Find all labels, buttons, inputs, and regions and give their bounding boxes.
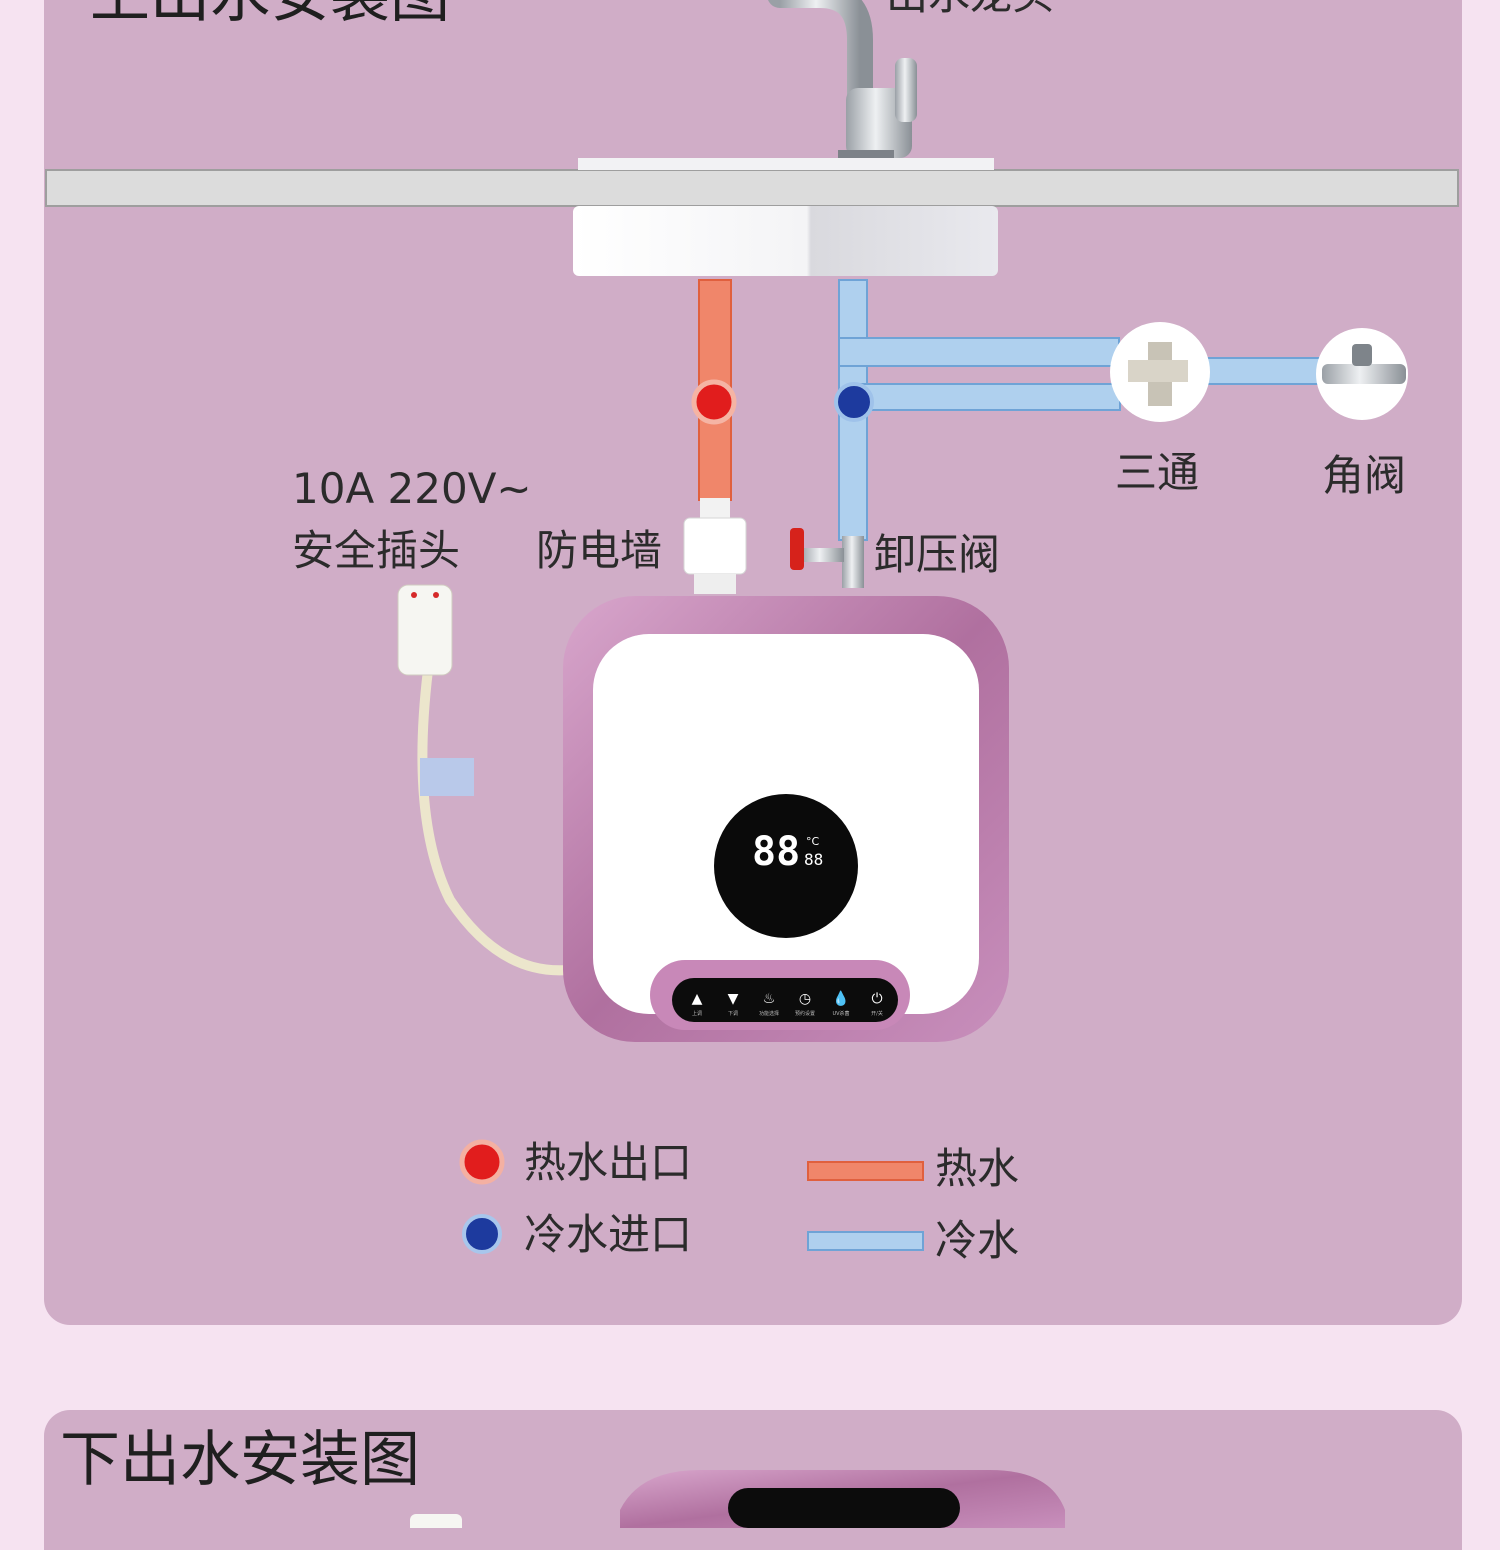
display-small-digits: 88	[804, 850, 824, 869]
control-button-label: 下调	[728, 1010, 738, 1017]
top-diagram-title: 上出水安装图	[90, 0, 450, 26]
display-digits: 88	[752, 829, 801, 875]
power-icon[interactable]: ⏻	[871, 991, 882, 1007]
legend-hot-water: 热水	[935, 1144, 1020, 1193]
sink-basin	[573, 206, 998, 276]
heat-mode-icon[interactable]: ♨	[763, 991, 776, 1007]
water-heater: ▲ 上调 ▼ 下调 ♨ 功能选择 ◷ 预约设置 💧 UV杀菌 ⏻ 开/关	[563, 596, 1009, 1042]
legend-hot-outlet: 热水出口	[524, 1138, 693, 1187]
countertop	[45, 169, 1459, 207]
faucet-icon	[768, 0, 917, 171]
display-screen	[714, 794, 858, 938]
legend-cold-water: 冷水	[935, 1216, 1020, 1265]
anti-shock-wall-fitting	[683, 498, 747, 594]
angle-valve-icon	[1316, 328, 1408, 420]
relief-valve-icon	[790, 528, 864, 588]
tee-fitting-icon	[1110, 322, 1210, 422]
bottom-water-heater	[410, 1470, 1065, 1528]
control-button-label: 上调	[692, 1010, 702, 1017]
control-button-label: 开/关	[871, 1010, 883, 1017]
hot-outlet-dot	[691, 379, 737, 425]
plug-label: 安全插头	[292, 526, 461, 575]
legend-cold-pipe	[807, 1231, 924, 1251]
control-button-label: 功能选择	[759, 1010, 779, 1017]
display-unit: °C	[806, 835, 820, 848]
control-panel[interactable]	[672, 978, 898, 1022]
tee-label: 三通	[1115, 448, 1200, 497]
anti-shock-wall-label: 防电墙	[536, 526, 663, 575]
faucet-label: 出水龙头	[886, 0, 1054, 16]
legend-cold-dot	[462, 1214, 502, 1254]
cold-inlet-dot	[834, 382, 874, 422]
clock-icon[interactable]: ◷	[799, 991, 811, 1007]
plug-spec-label: 10A 220V~	[292, 464, 532, 513]
bottom-diagram-title: 下出水安装图	[60, 1425, 420, 1495]
up-arrow-icon[interactable]: ▲	[692, 991, 703, 1007]
legend-hot-pipe	[807, 1161, 924, 1181]
relief-valve-label: 卸压阀	[874, 530, 1001, 579]
legend-hot-dot	[459, 1139, 505, 1185]
safety-plug-icon	[397, 584, 573, 976]
legend-cold-inlet: 冷水进口	[524, 1210, 693, 1259]
uv-drop-icon[interactable]: 💧	[832, 990, 849, 1007]
control-button-label: UV杀菌	[832, 1010, 849, 1017]
control-button-label: 预约设置	[795, 1010, 815, 1017]
cold-water-pipes	[838, 279, 1331, 541]
sink-rim	[578, 158, 994, 170]
down-arrow-icon[interactable]: ▼	[728, 991, 739, 1007]
angle-valve-label: 角阀	[1322, 451, 1407, 500]
